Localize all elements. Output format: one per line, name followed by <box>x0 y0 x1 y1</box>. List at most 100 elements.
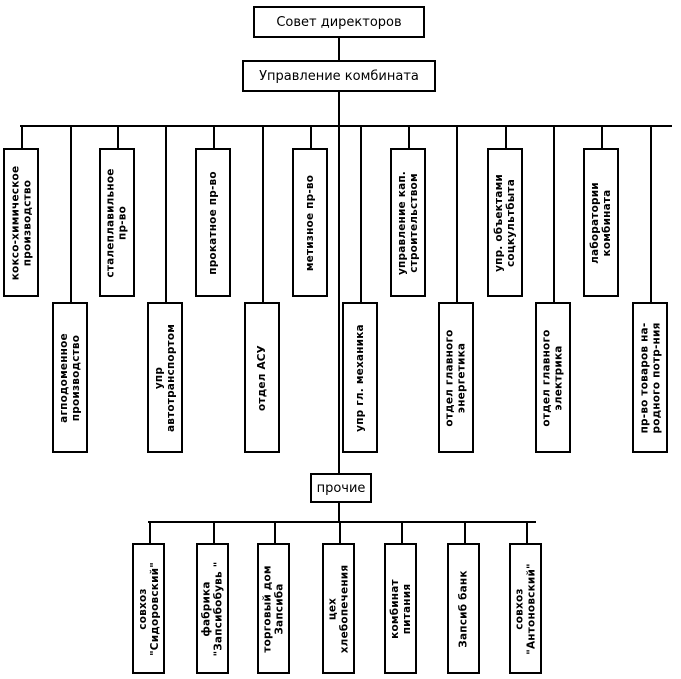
other-box: прочие <box>310 473 372 503</box>
division-box-14-label: пр-во товаров на-родного потр-ния <box>638 322 662 433</box>
other-child-box-7-line1: совхоз <box>513 587 526 630</box>
connector-bus-to-division-box-13 <box>601 125 603 148</box>
division-box-3-line1: сталеплавильное <box>105 167 118 278</box>
other-child-box-6-line1: Запсиб банк <box>457 569 470 648</box>
other-child-box-1-label: совхоз"Сидоровский" <box>137 562 161 656</box>
board-of-directors-label: Совет директоров <box>276 14 402 30</box>
connector-bus-to-division-box-14 <box>650 125 652 302</box>
other-child-box-7: совхоз"Антоновский" <box>509 543 542 674</box>
division-box-5-line1: прокатное пр-во <box>207 170 220 275</box>
other-child-box-5-line1: комбинат <box>388 578 401 639</box>
division-box-7-label: метизное пр-во <box>304 174 316 270</box>
division-box-14-line2: родного потр-ния <box>650 321 663 434</box>
connector-bus-to-division-box-6 <box>262 125 264 302</box>
division-box-13-line2: комбината <box>601 189 613 256</box>
main-horizontal-bus <box>20 125 672 127</box>
division-box-11-line1: упр. объектами <box>493 173 506 272</box>
division-box-8-line1: упр гл. механика <box>354 323 366 432</box>
connector-bottom-bus-to-other-child-box-3 <box>274 521 276 543</box>
division-box-9-label: управление кап.строительством <box>396 170 420 274</box>
division-box-10-line1: отдел главного <box>444 328 456 427</box>
division-box-4-line1: упр <box>153 366 165 389</box>
connector-bottom-bus-to-other-child-box-2 <box>213 521 215 543</box>
division-box-2-line2: производство <box>70 334 82 421</box>
connector-management-to-bus <box>338 92 340 126</box>
connector-bottom-bus-to-other-child-box-1 <box>149 521 151 543</box>
division-box-3-line2: пр-во <box>117 205 130 240</box>
management-label: Управление комбината <box>259 68 419 84</box>
connector-bus-to-division-box-5 <box>213 125 215 148</box>
connector-bottom-bus-to-other-child-box-6 <box>464 521 466 543</box>
division-box-6: отдел АСУ <box>244 302 280 453</box>
connector-bus-to-division-box-7 <box>310 125 312 148</box>
division-box-14-line1: пр-во товаров на- <box>638 322 651 433</box>
other-child-box-4-line2: хлебопечения <box>338 564 351 653</box>
division-box-4-line2: автотранспортом <box>165 323 177 432</box>
division-box-12-line1: отдел главного <box>541 328 553 427</box>
other-child-box-2-label: фабрика"Запсибобувь " <box>201 561 225 656</box>
other-child-box-1-line1: совхоз <box>136 587 149 630</box>
connector-bus-to-division-box-1 <box>21 125 23 148</box>
division-box-1-line2: производство <box>21 179 33 266</box>
division-box-5-label: прокатное пр-во <box>207 171 219 275</box>
connector-bus-to-division-box-3 <box>117 125 119 148</box>
division-box-6-label: отдел АСУ <box>256 345 268 411</box>
division-box-8: упр гл. механика <box>342 302 378 453</box>
other-child-box-1-line2: "Сидоровский" <box>148 561 161 656</box>
division-box-9-line1: управление кап. <box>396 170 409 275</box>
connector-bus-to-division-box-2 <box>70 125 72 302</box>
division-box-13-line1: лаборатории <box>589 181 601 264</box>
other-child-box-3-line2: Запсиба <box>273 582 286 635</box>
division-box-14: пр-во товаров на-родного потр-ния <box>632 302 668 453</box>
other-child-box-6-label: Запсиб банк <box>458 570 470 647</box>
division-box-2-line1: агподоменное <box>58 332 70 423</box>
division-box-7: метизное пр-во <box>292 148 328 297</box>
connector-other-to-bottom-bus <box>338 503 340 523</box>
connector-bus-to-division-box-8 <box>360 125 362 302</box>
board-of-directors-box: Совет директоров <box>253 6 425 38</box>
division-box-11-line2: соцкультбыта <box>505 178 518 267</box>
connector-bottom-bus-to-other-child-box-5 <box>401 521 403 543</box>
other-child-box-4-line1: цех <box>326 597 339 620</box>
other-child-box-2-line2: "Запсибобувь " <box>212 561 225 656</box>
connector-bus-to-other <box>338 125 340 473</box>
connector-board-to-management <box>338 38 340 60</box>
division-box-10-line2: энергетика <box>456 342 468 413</box>
division-box-1-line1: коксо-химическое <box>9 165 21 280</box>
connector-bus-to-division-box-12 <box>553 125 555 302</box>
division-box-12-line2: электрика <box>553 344 565 411</box>
other-label: прочие <box>316 480 366 496</box>
other-child-box-1: совхоз"Сидоровский" <box>132 543 165 674</box>
division-box-7-line1: метизное пр-во <box>304 174 316 271</box>
division-box-8-label: упр гл. механика <box>354 324 366 432</box>
connector-bottom-bus-to-other-child-box-7 <box>526 521 528 543</box>
connector-bottom-bus-to-other-child-box-4 <box>339 521 341 543</box>
other-child-box-2: фабрика"Запсибобувь " <box>196 543 229 674</box>
division-box-6-line1: отдел АСУ <box>256 344 269 411</box>
other-child-box-7-line2: "Антоновский" <box>525 562 538 655</box>
connector-bus-to-division-box-9 <box>408 125 410 148</box>
connector-bus-to-division-box-4 <box>165 125 167 302</box>
division-box-5: прокатное пр-во <box>195 148 231 297</box>
division-box-9: управление кап.строительством <box>390 148 426 297</box>
connector-bus-to-division-box-10 <box>456 125 458 302</box>
